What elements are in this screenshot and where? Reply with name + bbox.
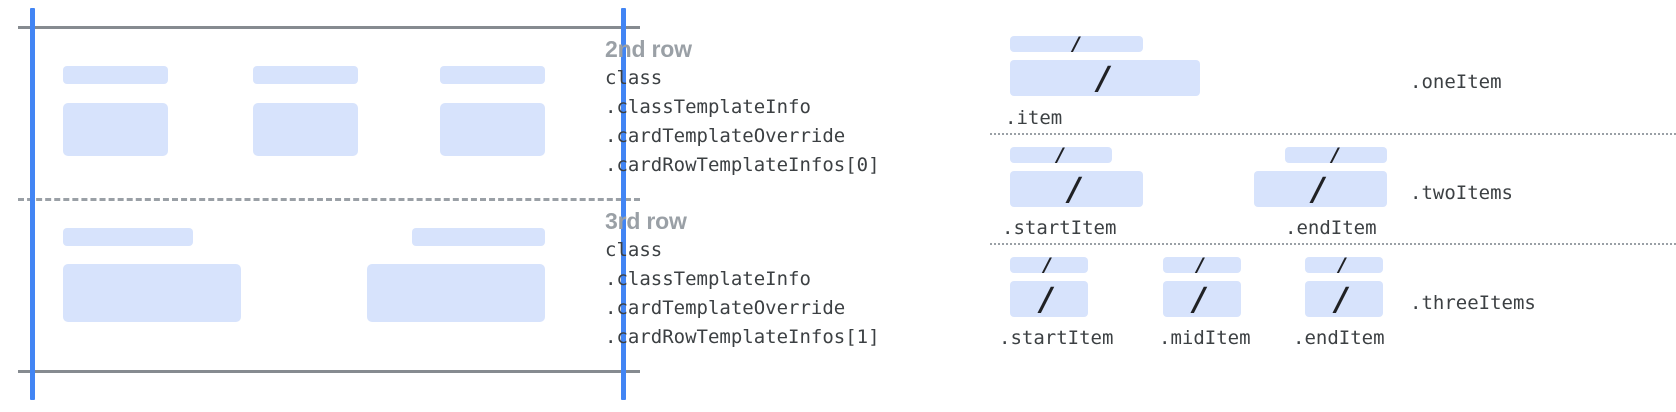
three-items-end-part-label: .endItem: [1293, 327, 1385, 349]
preview-row-3: [0, 198, 650, 372]
slash-glyph: /: [1338, 257, 1346, 273]
code-line-cardtemplateoverride-3rd: .cardTemplateOverride: [605, 297, 846, 319]
slash-glyph: /: [1193, 281, 1205, 317]
card-row-template-preview: [0, 0, 650, 412]
three-items-start-body-chip: /: [1010, 281, 1088, 317]
row2-col3-body-chip: [440, 103, 545, 156]
two-items-end-part-label: .endItem: [1285, 217, 1377, 239]
slash-glyph: /: [1068, 171, 1080, 207]
variant-name-three-items: .threeItems: [1410, 292, 1536, 314]
slash-glyph: /: [1072, 36, 1080, 52]
variant-name-two-items: .twoItems: [1410, 182, 1513, 204]
code-line-cardtemplateoverride-2nd: .cardTemplateOverride: [605, 125, 846, 147]
row3-col2-body-chip: [367, 264, 545, 322]
two-items-end-label-chip: /: [1285, 147, 1387, 163]
row-separator: [18, 198, 640, 201]
variant-three-items: / / .startItem / / .midItem / / .endItem…: [975, 243, 1676, 363]
two-items-start-label-chip: /: [1010, 147, 1112, 163]
card-top-rule: [18, 26, 640, 29]
row2-col1-body-chip: [63, 103, 168, 156]
annotation-block-2nd-row: 2nd row class .classTemplateInfo .cardTe…: [605, 34, 965, 180]
row-title-2nd: 2nd row: [605, 36, 692, 62]
row2-col1-label-chip: [63, 66, 168, 84]
code-line-class-3rd: class: [605, 239, 663, 261]
row2-col2-body-chip: [253, 103, 358, 156]
row3-col1-body-chip: [63, 264, 241, 322]
row3-col2-label-chip: [412, 228, 545, 246]
row-layout-variants: / / .item .oneItem / / .startItem / / .e…: [975, 0, 1676, 412]
variant-separator-2: [990, 243, 1676, 245]
slash-glyph: /: [1056, 147, 1064, 163]
row2-col3-label-chip: [440, 66, 545, 84]
slash-glyph: /: [1196, 257, 1204, 273]
preview-row-2: [0, 0, 650, 198]
code-line-classtemplateinfo-2nd: .classTemplateInfo: [605, 96, 811, 118]
variant-one-item: / / .item .oneItem: [975, 0, 1676, 133]
one-item-label-chip: /: [1010, 36, 1143, 52]
code-line-cardrowtemplateinfos-1: .cardRowTemplateInfos[1]: [605, 326, 880, 348]
three-items-start-label-chip: /: [1010, 257, 1088, 273]
one-item-part-label: .item: [1005, 107, 1063, 129]
variant-separator-1: [990, 133, 1676, 135]
two-items-end-body-chip: /: [1254, 171, 1387, 207]
code-line-classtemplateinfo-3rd: .classTemplateInfo: [605, 268, 811, 290]
slash-glyph: /: [1097, 60, 1109, 96]
annotation-block-3rd-row: 3rd row class .classTemplateInfo .cardTe…: [605, 206, 965, 352]
right-edge-guide: [621, 8, 626, 400]
three-items-mid-label-chip: /: [1163, 257, 1241, 273]
three-items-mid-part-label: .midItem: [1159, 327, 1251, 349]
variant-two-items: / / .startItem / / .endItem .twoItems: [975, 133, 1676, 243]
two-items-start-body-chip: /: [1010, 171, 1143, 207]
slash-glyph: /: [1040, 281, 1052, 317]
three-items-mid-body-chip: /: [1163, 281, 1241, 317]
two-items-start-part-label: .startItem: [1002, 217, 1117, 239]
row-title-3rd: 3rd row: [605, 208, 687, 234]
three-items-start-part-label: .startItem: [999, 327, 1114, 349]
card-bottom-rule: [18, 370, 640, 373]
slash-glyph: /: [1331, 147, 1339, 163]
slash-glyph: /: [1043, 257, 1051, 273]
row3-col1-label-chip: [63, 228, 193, 246]
code-line-cardrowtemplateinfos-0: .cardRowTemplateInfos[0]: [605, 154, 880, 176]
variant-name-one-item: .oneItem: [1410, 71, 1502, 93]
code-line-class-2nd: class: [605, 67, 663, 89]
three-items-end-label-chip: /: [1305, 257, 1383, 273]
slash-glyph: /: [1312, 171, 1324, 207]
slash-glyph: /: [1335, 281, 1347, 317]
row2-col2-label-chip: [253, 66, 358, 84]
one-item-body-chip: /: [1010, 60, 1200, 96]
left-edge-guide: [30, 8, 35, 400]
three-items-end-body-chip: /: [1305, 281, 1383, 317]
